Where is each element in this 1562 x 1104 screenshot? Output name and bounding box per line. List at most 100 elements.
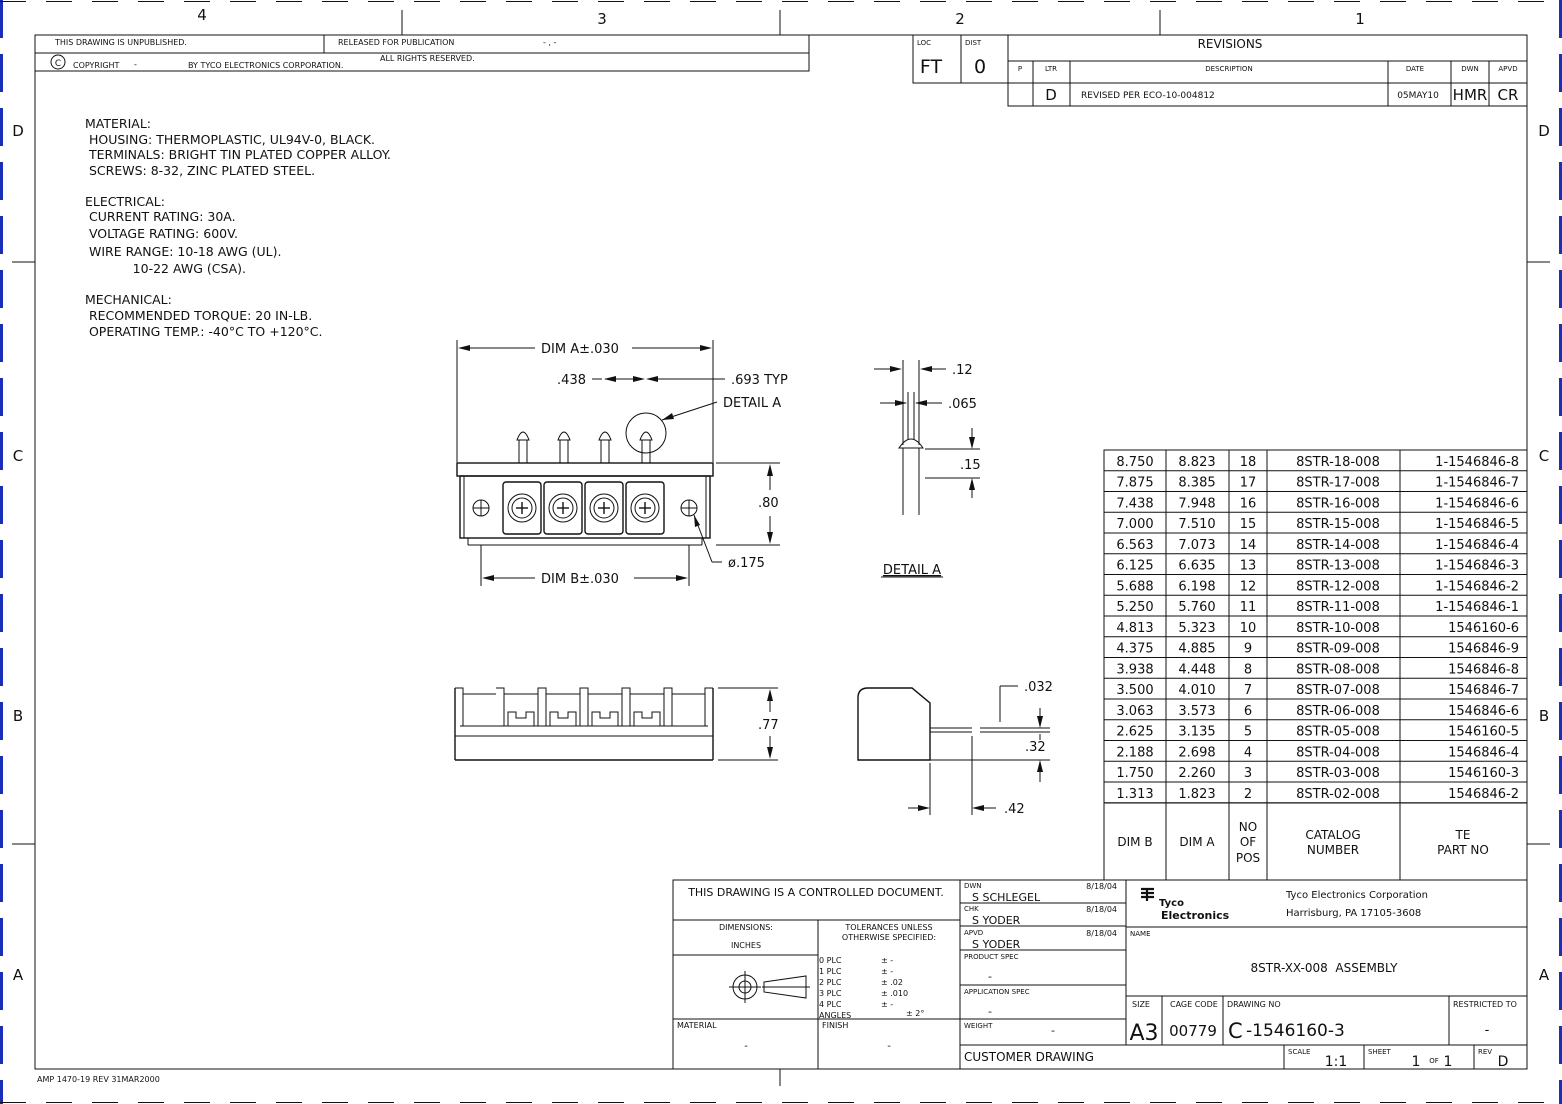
cell-dim-a: 6.635 [1178,559,1215,574]
notes-block: MATERIAL: HOUSING: THERMOPLASTIC, UL94V-… [85,116,391,339]
cell-dim-b: 1.750 [1116,766,1153,781]
cell-dim-b: 3.500 [1116,683,1153,698]
cell-dim-b: 3.063 [1116,704,1153,719]
drawing-prefix: C [1228,1019,1243,1043]
cell-dim-b: 4.375 [1116,642,1153,657]
zone-right-d: D [1538,122,1550,140]
cell-catalog-number: 8STR-14-008 [1296,538,1380,553]
unpublished-text: THIS DRAWING IS UNPUBLISHED. [54,38,187,47]
svg-text:P: P [1018,65,1022,73]
cell-catalog-number: 8STR-03-008 [1296,766,1380,781]
tolerance-place: 0 PLC [819,956,842,965]
cell-catalog-number: 8STR-12-008 [1296,579,1380,594]
cage-code-value: 00779 [1169,1022,1217,1040]
zone-right-a: A [1539,966,1550,984]
d32-label: .32 [1025,740,1046,755]
note-line: ELECTRICAL: [85,194,165,209]
height-label: .80 [758,496,779,511]
revisions-title: REVISIONS [1198,37,1263,51]
cell-positions: 5 [1244,725,1252,740]
apvd-date: 8/18/04 [1086,929,1117,938]
dist-value: 0 [974,56,986,78]
note-line: SCREWS: 8-32, ZINC PLATED STEEL. [85,163,315,178]
tolerance-place: ANGLES [819,1011,851,1020]
revisions-table: REVISIONS P LTR DESCRIPTION DATE DWN APV… [1007,34,1528,107]
cell-te-part-number: 1-1546846-3 [1435,559,1519,574]
cell-te-part-number: 1-1546846-4 [1435,538,1519,553]
svg-text:CAGE CODE: CAGE CODE [1170,1000,1218,1009]
zone-right-c: C [1539,447,1549,465]
d12-label: .12 [952,363,973,378]
zone-left-b: B [13,707,23,725]
header-dim-a: DIM A [1179,835,1215,849]
tolerance-value: ± - [881,967,893,976]
tolerance-value: ± - [881,1000,893,1009]
cell-te-part-number: 1546846-4 [1448,745,1519,760]
company-address: Harrisburg, PA 17105-3608 [1286,908,1421,919]
cell-te-part-number: 1546160-3 [1448,766,1519,781]
revision-description: REVISED PER ECO-10-004812 [1081,91,1215,101]
note-line: HOUSING: THERMOPLASTIC, UL94V-0, BLACK. [85,132,375,147]
sheet-value: 1 [1412,1054,1421,1070]
cell-dim-b: 7.438 [1116,496,1153,511]
rev-value: D [1498,1054,1509,1070]
cell-dim-b: 1.313 [1116,787,1153,802]
finish-value: - [887,1041,891,1052]
note-line: 10-22 AWG (CSA). [85,261,246,276]
cell-dim-a: 5.760 [1178,600,1215,615]
svg-text:DWN: DWN [1461,65,1479,73]
svg-text:FINISH: FINISH [822,1021,848,1030]
cell-catalog-number: 8STR-08-008 [1296,662,1380,677]
svg-text:CATALOG: CATALOG [1305,828,1360,842]
drawing-name: 8STR-XX-008 ASSEMBLY [1251,961,1399,975]
tolerance-value: ± .02 [881,978,903,987]
zone-ticks [12,10,1550,1086]
svg-text:PRODUCT SPEC: PRODUCT SPEC [964,953,1019,961]
size-value: A3 [1129,1021,1158,1046]
svg-text:NAME: NAME [1130,930,1151,938]
cell-positions: 15 [1240,517,1257,532]
cell-positions: 3 [1244,766,1252,781]
cell-catalog-number: 8STR-05-008 [1296,725,1380,740]
cell-dim-b: 2.188 [1116,745,1153,760]
cell-te-part-number: 1-1546846-7 [1435,476,1519,491]
by-company-text: BY TYCO ELECTRONICS CORPORATION. [188,61,343,70]
chk-name: S YODER [972,914,1021,927]
svg-text:OF: OF [1240,835,1256,849]
cell-dim-a: 8.385 [1178,476,1215,491]
note-line: VOLTAGE RATING: 600V. [85,226,238,241]
cell-te-part-number: 1546846-6 [1448,704,1519,719]
front-view: DIM A±.030 .438 .693 TYP DETAIL A [456,340,788,587]
d42-label: .42 [1004,802,1025,817]
cell-te-part-number: 1-1546846-8 [1435,455,1519,470]
cell-positions: 8 [1244,662,1252,677]
zone-left-a: A [13,966,24,984]
cell-dim-b: 8.750 [1116,455,1153,470]
cell-catalog-number: 8STR-09-008 [1296,642,1380,657]
footer-form-number: AMP 1470-19 REV 31MAR2000 [37,1075,160,1084]
svg-text:APPLICATION SPEC: APPLICATION SPEC [964,988,1030,996]
svg-text:SCALE: SCALE [1288,1048,1310,1056]
cell-dim-b: 6.125 [1116,559,1153,574]
sheet-total: 1 [1444,1054,1453,1070]
cell-te-part-number: 1546846-2 [1448,787,1519,802]
cell-te-part-number: 1546846-7 [1448,683,1519,698]
svg-text:NO: NO [1239,820,1257,834]
d032-label: .032 [1024,680,1053,695]
revision-apvd: CR [1498,86,1519,104]
cell-positions: 12 [1240,579,1257,594]
screw-terminals [502,481,665,535]
cell-te-part-number: 1-1546846-6 [1435,496,1519,511]
svg-text:MATERIAL: MATERIAL [677,1021,717,1030]
loc-dist-box: LOC FT DIST 0 [912,34,1009,84]
